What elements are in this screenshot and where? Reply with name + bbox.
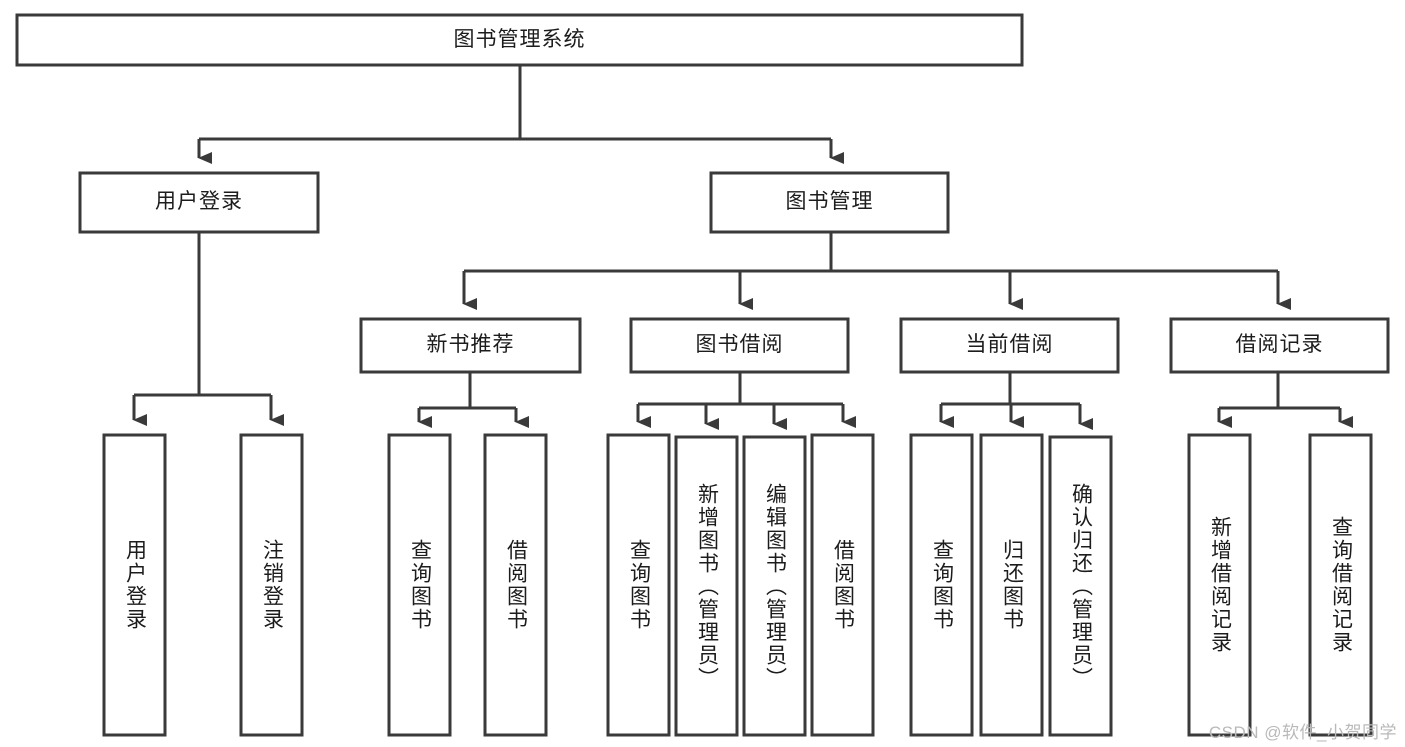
node-box-user-login[interactable] xyxy=(78,171,320,234)
node-box-current-borrow[interactable] xyxy=(899,317,1120,374)
node-box-leaf-query-book-2[interactable] xyxy=(606,433,671,737)
node-box-root[interactable] xyxy=(15,13,1024,67)
node-box-leaf-query-book-1[interactable] xyxy=(387,433,452,737)
node-box-leaf-confirm-return[interactable] xyxy=(1048,435,1113,737)
node-box-new-book-recommend[interactable] xyxy=(359,317,582,374)
node-box-leaf-edit-book[interactable] xyxy=(742,435,807,737)
node-box-borrow-record[interactable] xyxy=(1169,317,1390,374)
node-box-leaf-user-login[interactable] xyxy=(102,433,167,737)
node-box-leaf-return-book[interactable] xyxy=(979,433,1044,737)
node-box-leaf-user-logout[interactable] xyxy=(239,433,304,737)
node-box-book-management[interactable] xyxy=(709,171,950,234)
node-box-leaf-add-book[interactable] xyxy=(674,435,739,737)
node-box-leaf-borrow-book-1[interactable] xyxy=(483,433,548,737)
node-box-leaf-query-record[interactable] xyxy=(1308,433,1373,737)
node-box-leaf-add-record[interactable] xyxy=(1187,433,1252,737)
node-box-leaf-borrow-book-2[interactable] xyxy=(810,433,875,737)
node-box-leaf-query-book-3[interactable] xyxy=(909,433,974,737)
node-box-book-borrow[interactable] xyxy=(629,317,850,374)
